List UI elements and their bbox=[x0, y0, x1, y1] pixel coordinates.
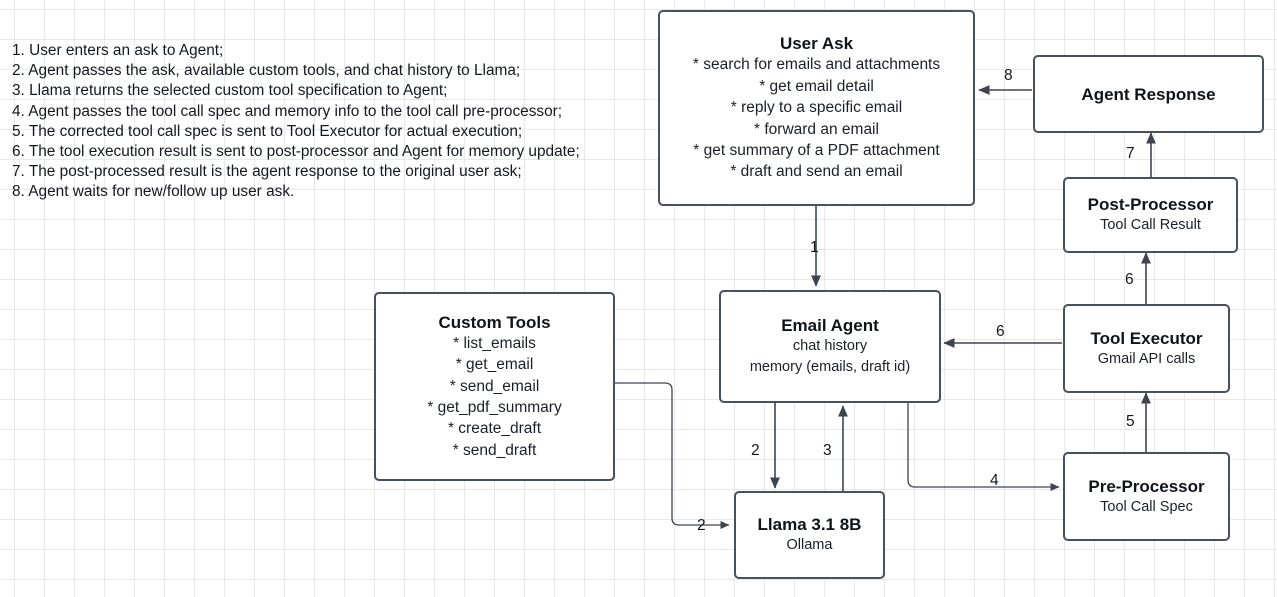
node-agent-response[interactable]: Agent Response bbox=[1033, 55, 1264, 133]
edge-label-7: 7 bbox=[1126, 145, 1135, 162]
node-custom-tools-title: Custom Tools bbox=[438, 312, 551, 332]
node-post-processor-title: Post-Processor bbox=[1087, 195, 1214, 214]
node-user-ask-title: User Ask bbox=[779, 34, 854, 54]
node-custom-tools-line: * list_emails bbox=[453, 334, 536, 352]
node-user-ask-line: * get email detail bbox=[759, 77, 874, 95]
node-user-ask-line: * reply to a specific email bbox=[730, 99, 903, 117]
legend-item: 1. User enters an ask to Agent; bbox=[12, 42, 224, 59]
node-tool-executor[interactable]: Tool Executor Gmail API calls bbox=[1063, 304, 1230, 393]
legend-item: 6. The tool execution result is sent to … bbox=[12, 143, 580, 161]
node-tool-executor-title: Tool Executor bbox=[1090, 328, 1203, 348]
edge-label-4: 4 bbox=[990, 472, 999, 489]
node-pre-processor[interactable]: Pre-Processor Tool Call Spec bbox=[1063, 452, 1230, 541]
legend-item: 4. Agent passes the tool call spec and m… bbox=[12, 102, 563, 120]
node-email-agent-sub: chat history bbox=[792, 338, 868, 354]
node-custom-tools-line: * get_pdf_summary bbox=[427, 399, 562, 416]
edge-4-path bbox=[907, 403, 1060, 492]
edge-label-6a: 6 bbox=[996, 323, 1005, 340]
node-email-agent-sub: memory (emails, draft id) bbox=[749, 359, 911, 375]
node-email-agent[interactable]: Email Agent chat history memory (emails,… bbox=[719, 290, 941, 403]
legend-steps-list: 1. User enters an ask to Agent; 2. Agent… bbox=[12, 41, 642, 203]
node-tool-executor-sub: Gmail API calls bbox=[1097, 350, 1196, 367]
edge-label-1: 1 bbox=[810, 239, 819, 256]
node-custom-tools-line: * get_email bbox=[455, 356, 534, 374]
node-custom-tools-line: * send_email bbox=[449, 377, 540, 395]
edge-label-8: 8 bbox=[1004, 67, 1013, 84]
node-email-agent-title: Email Agent bbox=[781, 316, 879, 335]
node-post-processor[interactable]: Post-Processor Tool Call Result bbox=[1063, 177, 1238, 253]
node-user-ask-line: * draft and send an email bbox=[730, 163, 903, 181]
node-custom-tools-line: * send_draft bbox=[452, 441, 537, 459]
node-custom-tools[interactable]: Custom Tools * list_emails * get_email *… bbox=[374, 292, 615, 481]
legend-item: 8. Agent waits for new/follow up user as… bbox=[12, 183, 295, 201]
node-user-ask[interactable]: User Ask * search for emails and attachm… bbox=[658, 10, 975, 206]
node-pre-processor-sub: Tool Call Spec bbox=[1100, 498, 1193, 515]
legend-item: 7. The post-processed result is the agen… bbox=[12, 163, 522, 181]
node-llama-sub: Ollama bbox=[786, 537, 833, 553]
edge-label-2a: 2 bbox=[751, 442, 760, 459]
node-llama-title: Llama 3.1 8B bbox=[757, 515, 862, 534]
node-user-ask-line: * forward an email bbox=[754, 120, 879, 138]
node-post-processor-sub: Tool Call Result bbox=[1100, 217, 1201, 233]
node-user-ask-line: * search for emails and attachments bbox=[692, 56, 941, 74]
node-custom-tools-line: * create_draft bbox=[447, 420, 542, 438]
legend-item: 5. The corrected tool call spec is sent … bbox=[12, 122, 523, 140]
legend-item: 2. Agent passes the ask, available custo… bbox=[12, 62, 521, 80]
edge-label-5: 5 bbox=[1126, 413, 1135, 430]
edge-2b-path bbox=[615, 382, 730, 530]
node-agent-response-title: Agent Response bbox=[1081, 84, 1216, 104]
edge-label-6b: 6 bbox=[1125, 271, 1134, 288]
edge-label-3: 3 bbox=[823, 442, 832, 459]
node-llama[interactable]: Llama 3.1 8B Ollama bbox=[734, 491, 885, 579]
legend-item: 3. Llama returns the selected custom too… bbox=[12, 82, 448, 100]
node-user-ask-line: * get summary of a PDF attachment bbox=[693, 141, 940, 159]
edge-label-2b: 2 bbox=[697, 517, 706, 534]
node-pre-processor-title: Pre-Processor bbox=[1088, 476, 1205, 496]
